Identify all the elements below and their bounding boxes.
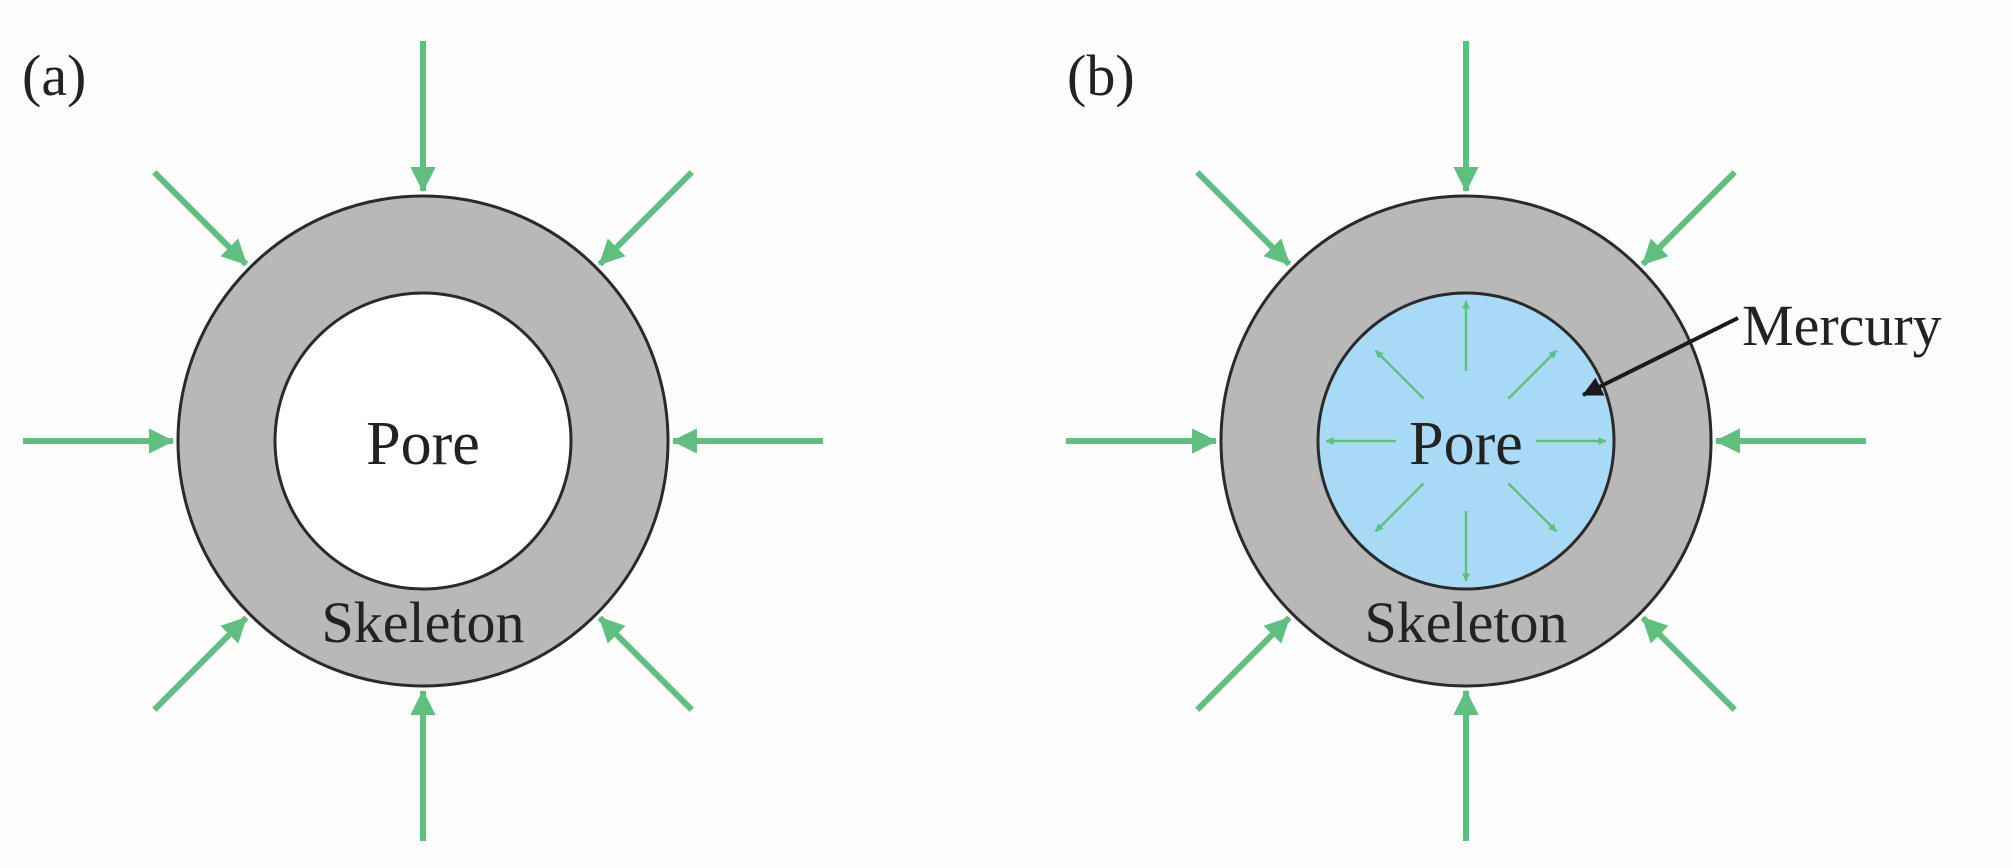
mercury-pressure-arrows-b [1325, 300, 1607, 582]
compression-arrow-b-135 [1195, 615, 1292, 712]
panel-b: (b) Pore Skeleton Mercury [1066, 41, 1942, 841]
pressure-arrow-45 [1507, 482, 1558, 533]
skeleton-label-b: Skeleton [1365, 590, 1568, 655]
panel-b-label: (b) [1067, 43, 1135, 108]
compression-arrow-b-225 [1195, 170, 1292, 267]
panel-a: (a) Pore Skeleton [22, 41, 823, 841]
compression-arrow-a-315 [597, 170, 694, 267]
compression-arrows-a [23, 41, 823, 841]
compression-arrow-b-45 [1640, 615, 1737, 712]
pressure-arrow-315 [1507, 349, 1558, 400]
panel-a-label: (a) [22, 43, 86, 108]
compression-arrow-a-225 [152, 170, 249, 267]
skeleton-label-a: Skeleton [322, 590, 525, 655]
compression-arrows-b [1066, 41, 1866, 841]
pressure-arrow-135 [1374, 482, 1425, 533]
compression-arrow-a-135 [152, 615, 249, 712]
compression-arrow-b-315 [1640, 170, 1737, 267]
mercury-callout-arrow [1582, 316, 1739, 397]
compression-arrow-a-45 [597, 615, 694, 712]
mercury-callout-label: Mercury [1742, 293, 1942, 358]
pore-circle-a [273, 291, 573, 591]
pressure-arrow-225 [1374, 349, 1425, 400]
pore-label-b: Pore [1409, 410, 1523, 478]
pore-label-a: Pore [366, 410, 480, 478]
